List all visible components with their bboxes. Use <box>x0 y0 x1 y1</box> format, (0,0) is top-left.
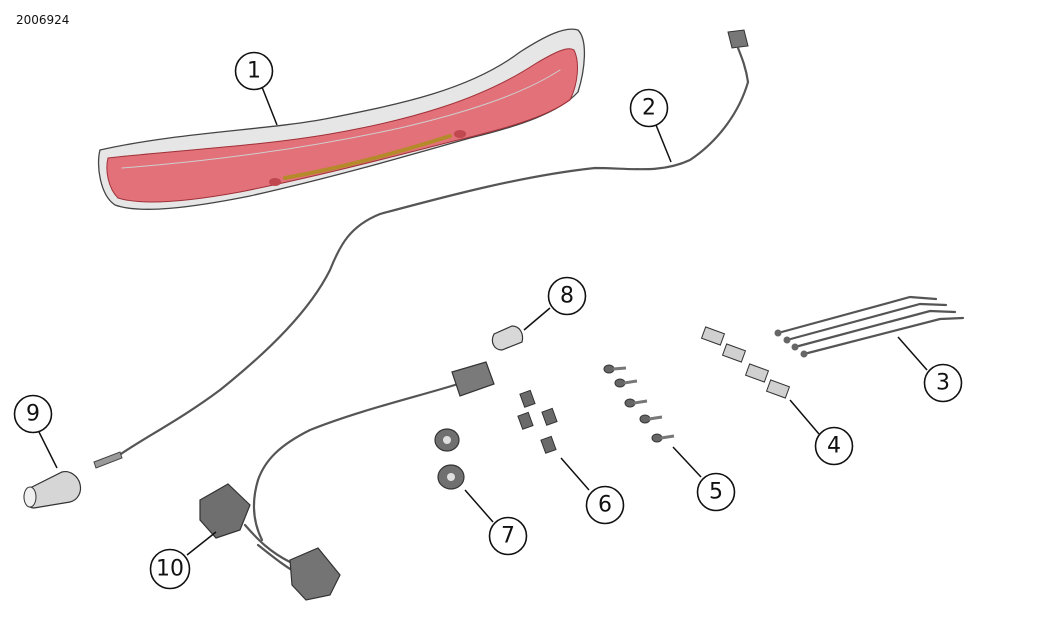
callout-5-label: 5 <box>709 480 723 505</box>
cable-tie-3-head <box>791 343 799 351</box>
cable-tie-2-head <box>783 336 791 344</box>
callout-10: 10 <box>149 548 191 590</box>
connector-plug-face <box>23 486 37 508</box>
led-light-bar-part <box>97 28 586 210</box>
tie-mount-3 <box>744 363 770 383</box>
harness-branch-a <box>243 523 292 564</box>
cable-tie-2 <box>785 302 948 342</box>
callout-8-label: 8 <box>560 284 574 309</box>
callout-2-label: 2 <box>642 96 656 121</box>
grommets-part <box>434 428 465 490</box>
leader-lines <box>38 86 928 556</box>
callout-5: 5 <box>696 472 736 512</box>
clips-part <box>517 389 558 454</box>
callout-1-label: 1 <box>247 59 261 84</box>
cable-end-connector <box>727 29 749 49</box>
wiring-harness-part <box>199 361 495 601</box>
harness-connector-bottom <box>289 547 341 601</box>
callout-4-label: 4 <box>827 434 841 459</box>
grommet-1-hole <box>443 436 451 444</box>
cable-pigtail <box>93 451 123 469</box>
screw-5 <box>651 433 675 443</box>
leader-9 <box>38 431 58 469</box>
connector-plug-part <box>23 471 82 509</box>
callout-6-label: 6 <box>598 493 612 518</box>
callout-7: 7 <box>488 516 528 556</box>
leader-7 <box>464 489 494 523</box>
tie-mount-1 <box>700 326 726 346</box>
screw-4 <box>639 414 663 424</box>
callout-1: 1 <box>234 51 274 91</box>
cable-2-end <box>736 46 750 84</box>
light-bar-cable-part <box>93 29 750 469</box>
leader-1 <box>261 86 278 126</box>
grommet-2-hole <box>447 473 455 481</box>
callout-3: 3 <box>923 363 963 403</box>
clip-3 <box>541 407 558 426</box>
callouts: 1 2 3 4 5 6 7 8 <box>13 51 963 590</box>
clip-1 <box>519 389 536 408</box>
callout-3-label: 3 <box>936 371 950 396</box>
screw-1 <box>603 364 627 374</box>
leader-4 <box>789 399 820 435</box>
tie-mounts-part <box>700 326 791 399</box>
harness-connector-left <box>199 483 251 539</box>
cable-tie-4 <box>802 316 965 356</box>
callout-8: 8 <box>547 276 587 316</box>
harness-connector-top <box>451 361 495 397</box>
clip-2 <box>517 411 534 430</box>
cable-tie-4-head <box>800 350 808 358</box>
callout-7-label: 7 <box>501 524 515 549</box>
leader-8 <box>523 307 551 331</box>
tie-mount-4 <box>765 379 791 399</box>
leader-2 <box>655 124 672 163</box>
screw-3 <box>624 398 648 408</box>
cable-tie-1 <box>776 295 938 335</box>
connector-cap-part <box>491 325 524 351</box>
leader-6 <box>560 457 590 491</box>
callout-6: 6 <box>585 485 625 525</box>
callout-2: 2 <box>629 88 669 128</box>
leader-3 <box>897 336 928 371</box>
red-lens <box>106 48 578 203</box>
cable-ties-part <box>774 295 965 358</box>
figure-id: 2006924 <box>16 13 70 27</box>
screws-part <box>603 364 675 443</box>
connector-cap <box>491 325 524 351</box>
harness-main-cable <box>252 382 460 542</box>
cable-2 <box>113 80 750 460</box>
clip-4 <box>540 435 557 454</box>
callout-9-label: 9 <box>26 402 40 427</box>
cable-tie-1-head <box>774 329 782 337</box>
led-strip <box>283 134 452 180</box>
screw-2 <box>614 378 638 388</box>
callout-4: 4 <box>814 426 854 466</box>
lens-highlight <box>121 69 561 169</box>
mount-boss-left <box>269 178 281 186</box>
leader-10 <box>186 531 217 556</box>
tie-mount-2 <box>721 343 747 363</box>
leader-5 <box>672 446 702 478</box>
mount-boss-right <box>454 130 466 138</box>
callout-9: 9 <box>13 394 53 434</box>
callout-10-label: 10 <box>156 557 184 582</box>
cable-tie-3 <box>793 309 957 349</box>
